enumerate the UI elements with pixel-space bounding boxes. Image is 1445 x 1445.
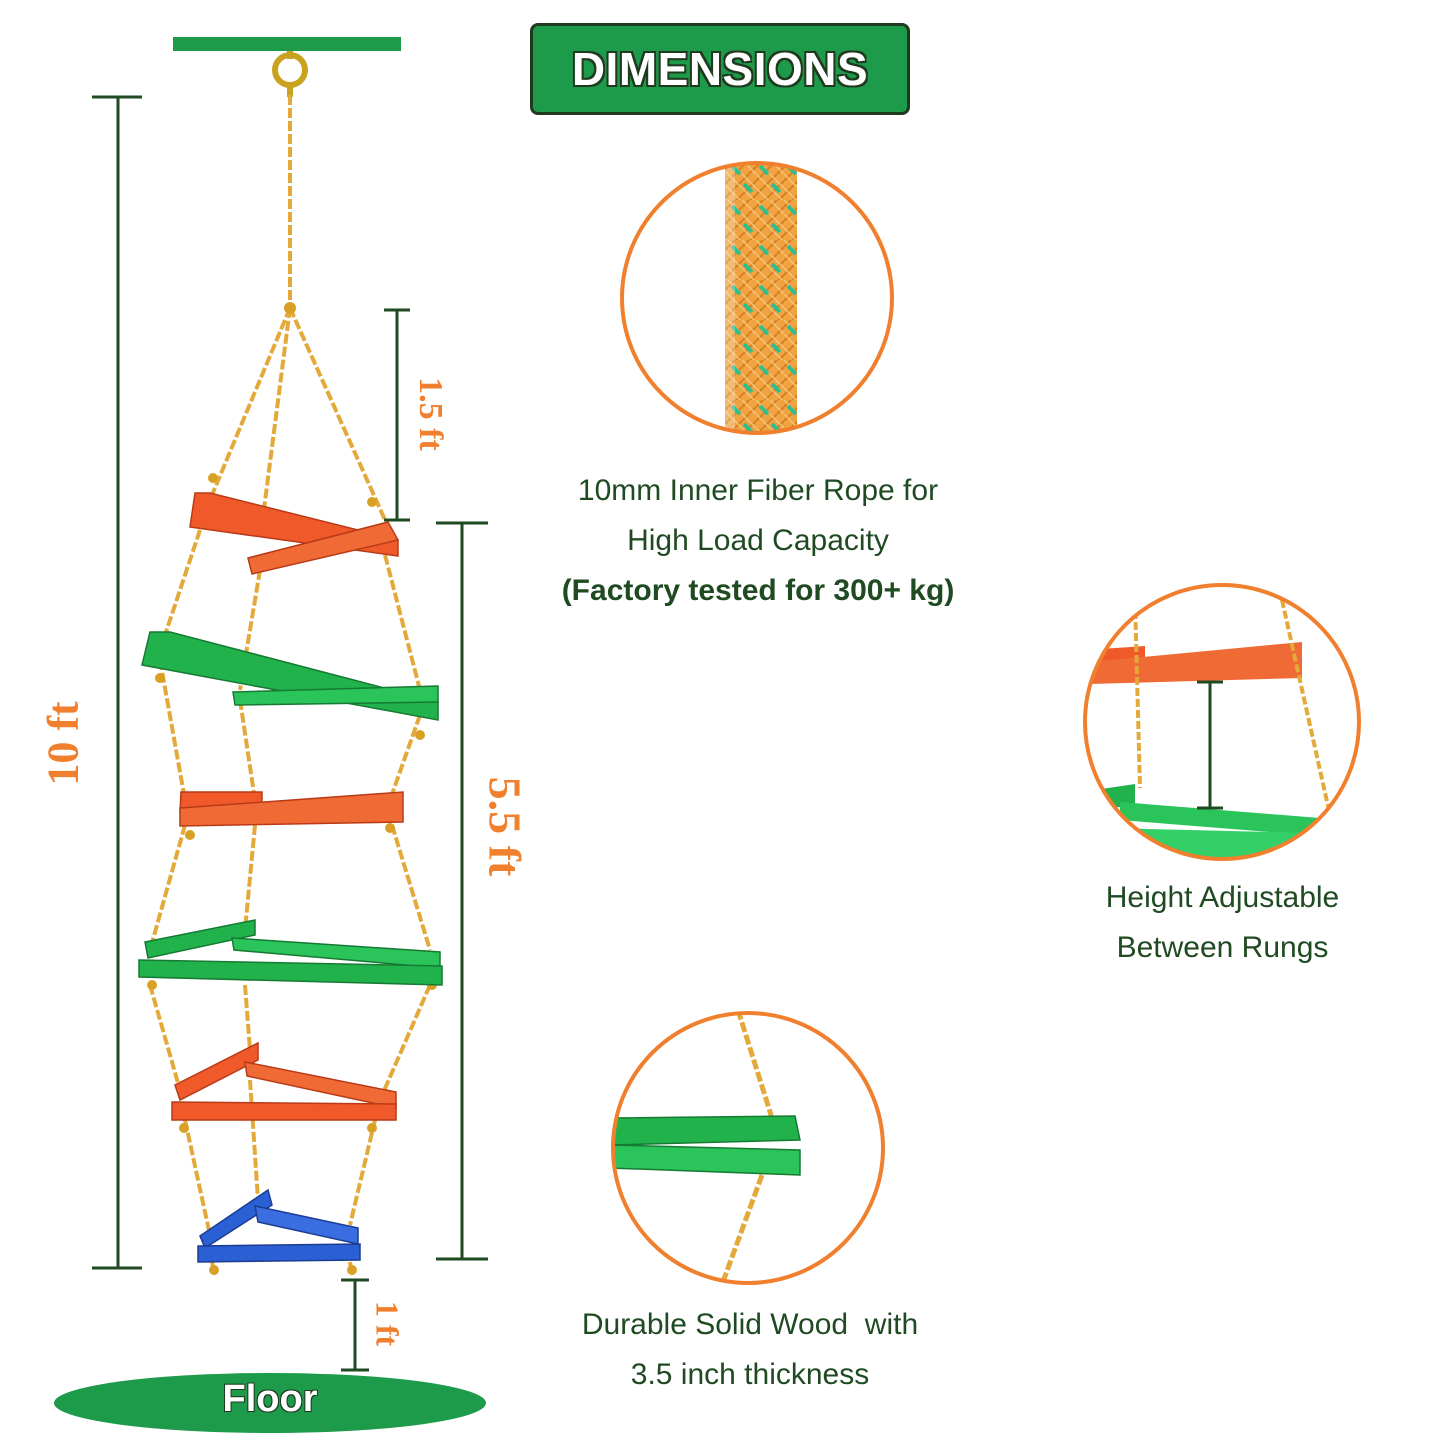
adjustable-caption-line2: Between Rungs	[1116, 931, 1329, 964]
wood-detail-circle	[611, 1011, 885, 1285]
wood-caption-line2: 3.5 inch thickness	[630, 1358, 870, 1391]
dim-line-total	[92, 95, 142, 1270]
rope-caption-line3: (Factory tested for 300+ kg)	[561, 574, 955, 607]
title-badge: DIMENSIONS	[530, 23, 910, 115]
ceiling-bar	[173, 37, 401, 51]
dim-label-rungs: 5.5 ft	[479, 776, 531, 877]
wood-caption: Durable Solid Wood with 3.5 inch thickne…	[520, 1300, 980, 1400]
rope-detail-circle	[620, 161, 894, 435]
adjustable-detail-circle	[1083, 583, 1361, 861]
rung-red-bottom	[171, 1041, 397, 1121]
rung-green-lower	[138, 919, 443, 986]
dim-label-total: 10 ft	[38, 701, 88, 786]
adjustable-caption-line1: Height Adjustable	[1105, 881, 1340, 914]
dim-line-rungs	[436, 521, 488, 1261]
rung-blue	[197, 1188, 361, 1263]
rung-red-middle	[179, 791, 404, 827]
rung-green-upper	[141, 631, 439, 721]
ceiling-hook	[272, 51, 308, 97]
rope-caption-line2: High Load Capacity	[627, 524, 889, 557]
rope-caption-line1: 10mm Inner Fiber Rope for	[577, 474, 939, 507]
wood-caption-line1: Durable Solid Wood with	[581, 1308, 919, 1341]
dim-line-top-rope	[384, 308, 410, 522]
rope-caption: 10mm Inner Fiber Rope for High Load Capa…	[500, 466, 1016, 616]
dim-label-top-rope: 1.5 ft	[412, 377, 449, 451]
floor-ellipse	[54, 1373, 486, 1433]
floor-label: Floor	[222, 1378, 318, 1420]
page-title: DIMENSIONS	[571, 43, 869, 95]
dim-label-floor-gap: 1 ft	[369, 1300, 406, 1347]
dim-line-floor-gap	[341, 1278, 369, 1372]
adjustable-caption: Height Adjustable Between Rungs	[1050, 873, 1395, 973]
rung-red-top	[189, 492, 400, 575]
